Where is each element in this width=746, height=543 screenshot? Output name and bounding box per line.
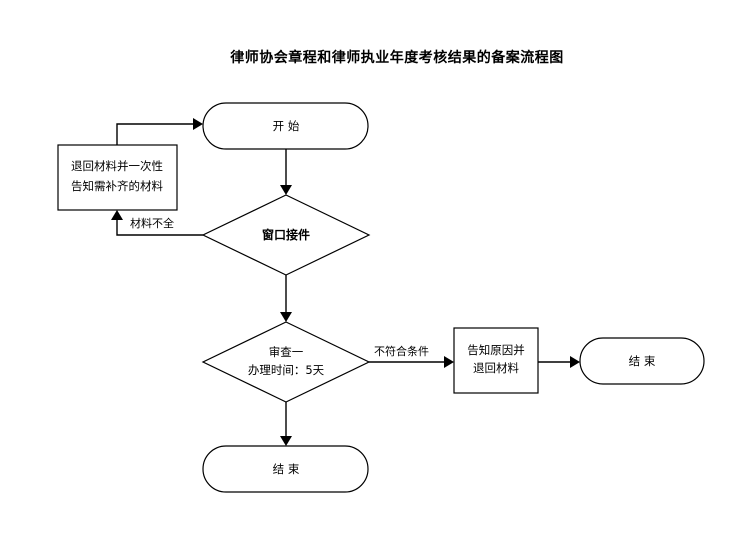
return-materials-label-line1: 退回材料并一次性	[71, 159, 163, 173]
end-node-right: 结 束	[579, 337, 705, 385]
review-decision: 审查一 办理时间：5天	[201, 321, 371, 403]
start-node-label: 开 始	[273, 119, 300, 133]
edge-return-to-start	[116, 118, 203, 145]
review-label-line1: 审查一	[269, 345, 304, 359]
notify-reason-node: 告知原因并 退回材料	[453, 327, 539, 394]
edge-start-to-window	[280, 149, 292, 195]
edge-review-to-end	[280, 402, 292, 446]
return-materials-label-line2: 告知需补齐的材料	[71, 179, 163, 193]
window-receive-label: 窗口接件	[262, 227, 310, 242]
edge-window-to-return	[111, 210, 203, 236]
review-label-line2: 办理时间：5天	[248, 363, 325, 377]
notify-reason-label-line1: 告知原因并	[467, 343, 525, 357]
start-node: 开 始	[202, 102, 369, 150]
edge-window-to-review	[280, 275, 292, 322]
edge-notify-to-end	[538, 356, 580, 368]
window-receive-decision: 窗口接件	[201, 194, 371, 276]
end-node-bottom-label: 结 束	[273, 462, 300, 476]
return-materials-node: 退回材料并一次性 告知需补齐的材料	[57, 144, 178, 211]
end-node-right-label: 结 束	[629, 354, 656, 368]
notify-reason-label-line2: 退回材料	[473, 361, 519, 375]
edge-label-incomplete-materials: 材料不全	[130, 216, 174, 230]
edge-label-not-qualified: 不符合条件	[374, 344, 429, 358]
diagram-title: 律师协会章程和律师执业年度考核结果的备案流程图	[230, 49, 564, 66]
end-node-bottom: 结 束	[202, 445, 369, 493]
edge-review-to-notify	[369, 356, 454, 368]
